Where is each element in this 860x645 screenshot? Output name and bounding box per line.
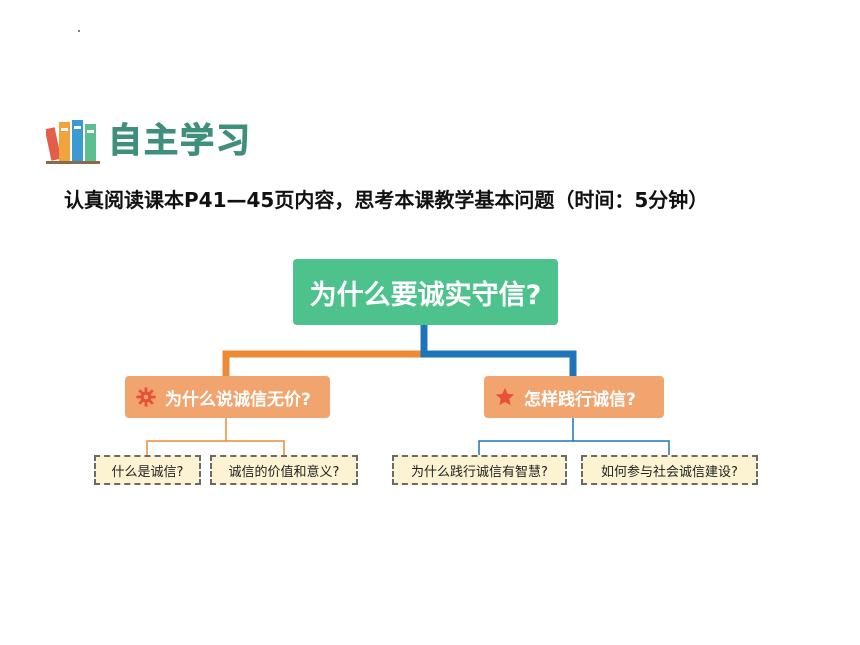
leaf-box: 诚信的价值和意义? [210,455,358,485]
decorative-dot [78,30,80,32]
books-icon [46,120,100,164]
leaf-box: 为什么践行诚信有智慧? [392,455,567,485]
root-question-box: 为什么要诚实守信? [293,259,558,325]
section-title: 自主学习 [108,121,252,162]
gear-icon [136,387,156,407]
branch-box-left: 为什么说诚信无价? [125,376,330,418]
connector-left [222,325,428,376]
leaf-box: 如何参与社会诚信建设? [581,455,758,485]
connector-right-children [478,418,670,455]
instruction-text: 认真阅读课本P41—45页内容，思考本课教学基本问题（时间：5分钟） [64,188,709,212]
leaf-box: 什么是诚信? [94,455,201,485]
connector-left-children [146,418,285,455]
branch-label-left: 为什么说诚信无价? [165,389,311,410]
branch-box-right: 怎样践行诚信? [484,376,664,418]
star-icon [495,387,515,406]
branch-label-right: 怎样践行诚信? [524,389,636,410]
connector-right [420,325,577,376]
